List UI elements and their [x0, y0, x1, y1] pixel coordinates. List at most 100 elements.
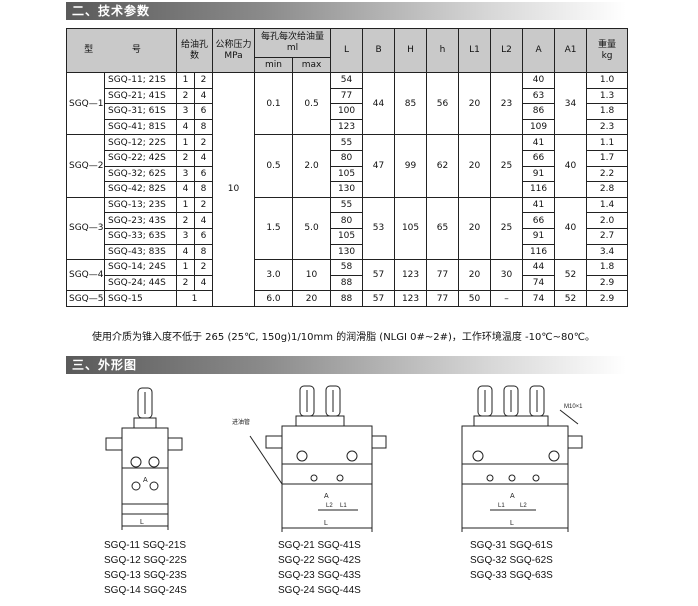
volume-max-cell: 20: [292, 290, 332, 307]
A-cell: 116: [522, 181, 556, 198]
caption-triple: SGQ-31 SGQ-61S SGQ-32 SGQ-62S SGQ-33 SGQ…: [470, 540, 553, 581]
model-cell: SGQ-42; 82S: [104, 181, 177, 198]
A-cell: 41: [522, 134, 556, 151]
A-cell: 63: [522, 87, 556, 105]
ports-s-cell: 2: [193, 259, 214, 276]
A-cell: 74: [522, 290, 556, 307]
group-name: SGQ—4: [66, 259, 105, 292]
model-cell: SGQ-12; 22S: [104, 134, 177, 151]
ports-cell: 1: [175, 290, 214, 307]
model-cell: SGQ-31; 61S: [104, 103, 177, 120]
A-cell: 66: [522, 212, 556, 229]
ports-cell: 3: [176, 165, 195, 183]
model-cell: SGQ-11; 21S: [104, 72, 177, 89]
h-cell: 56: [426, 71, 460, 136]
L1-cell: 20: [458, 259, 492, 292]
ports-s-cell: 6: [193, 165, 214, 183]
A-cell: 91: [522, 165, 556, 183]
header-L1: L1: [458, 28, 492, 73]
weight-cell: 2.8: [586, 181, 629, 198]
h-cell: 77: [426, 259, 460, 292]
dim-A-label: A: [324, 493, 329, 500]
header-h: h: [426, 28, 460, 73]
L1-cell: 50: [458, 290, 492, 307]
dim-L2-label: L2: [326, 503, 333, 509]
dim-L1-label: L1: [340, 503, 347, 509]
model-cell: SGQ-23; 43S: [104, 212, 177, 229]
header-A1: A1: [554, 28, 588, 73]
dim-L2-label: L2: [520, 503, 527, 509]
ports-cell: 1: [176, 196, 195, 214]
L-cell: 123: [330, 118, 364, 136]
ports-cell: 4: [176, 181, 195, 198]
ports-cell: 3: [176, 227, 195, 245]
L2-cell: 23: [490, 71, 524, 136]
volume-min-cell: 3.0: [254, 259, 294, 292]
volume-min-cell: 0.1: [254, 71, 294, 136]
ports-s-cell: 8: [193, 118, 214, 136]
header-L2: L2: [490, 28, 524, 73]
h-cell: 77: [426, 290, 460, 307]
B-cell: 47: [362, 134, 396, 198]
pressure-cell: 10: [212, 72, 256, 307]
header-ports: 给油孔数: [175, 28, 214, 73]
ports-s-cell: 4: [193, 87, 214, 105]
dim-A-label: A: [510, 493, 515, 500]
ports-s-cell: 6: [193, 103, 214, 120]
header-H: H: [394, 28, 428, 73]
volume-min-cell: 1.5: [254, 196, 294, 261]
A-cell: 40: [522, 72, 556, 89]
L-cell: 77: [330, 87, 364, 105]
L2-cell: 30: [490, 259, 524, 292]
h-cell: 62: [426, 134, 460, 198]
model-cell: SGQ-22; 42S: [104, 149, 177, 167]
A1-cell: 40: [554, 196, 588, 261]
A-cell: 41: [522, 196, 556, 214]
weight-cell: 2.7: [586, 227, 629, 245]
weight-cell: 3.4: [586, 243, 629, 261]
weight-cell: 1.4: [586, 196, 629, 214]
section-title-tech: 二、技术参数: [66, 2, 626, 20]
drawing-single: A L: [105, 387, 183, 530]
A-cell: 109: [522, 118, 556, 136]
dim-L-label: L: [324, 520, 328, 527]
ports-cell: 1: [176, 72, 195, 89]
A-cell: 66: [522, 149, 556, 167]
B-cell: 57: [362, 290, 396, 307]
ports-cell: 2: [176, 274, 195, 292]
weight-cell: 1.0: [586, 72, 629, 89]
h-cell: 65: [426, 196, 460, 261]
H-cell: 99: [394, 134, 428, 198]
model-cell: SGQ-15: [104, 290, 177, 307]
weight-cell: 1.7: [586, 149, 629, 167]
ports-cell: 2: [176, 149, 195, 167]
header-vmax: max: [292, 57, 332, 73]
L-cell: 58: [330, 259, 364, 276]
weight-cell: 2.0: [586, 212, 629, 229]
ports-s-cell: 4: [193, 149, 214, 167]
L2-cell: –: [490, 290, 524, 307]
model-cell: SGQ-21; 41S: [104, 87, 177, 105]
B-cell: 53: [362, 196, 396, 261]
H-cell: 123: [394, 259, 428, 292]
ports-cell: 3: [176, 103, 195, 120]
header-vmin: min: [254, 57, 294, 73]
header-B: B: [362, 28, 396, 73]
ports-s-cell: 2: [193, 72, 214, 89]
H-cell: 85: [394, 71, 428, 136]
ports-s-cell: 4: [193, 212, 214, 229]
model-cell: SGQ-43; 83S: [104, 243, 177, 261]
L1-cell: 20: [458, 196, 492, 261]
model-cell: SGQ-33; 63S: [104, 227, 177, 245]
L1-cell: 20: [458, 134, 492, 198]
volume-min-cell: 6.0: [254, 290, 294, 307]
